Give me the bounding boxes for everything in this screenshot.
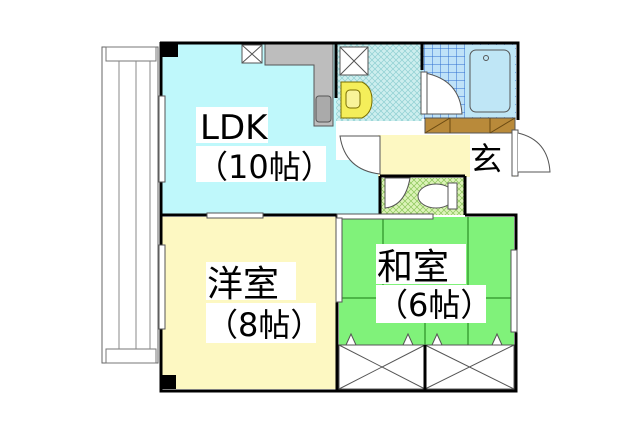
room-label-entrance: 玄 xyxy=(470,140,502,178)
kitchen-sink-icon xyxy=(315,95,332,123)
room-label-japanese: 和室 xyxy=(377,247,449,288)
washing-machine-icon xyxy=(339,46,369,76)
room-toilet xyxy=(381,177,465,215)
bathtub-icon xyxy=(469,49,511,113)
room-bathroom xyxy=(420,43,516,119)
balcony xyxy=(101,46,159,364)
washbasin-icon xyxy=(340,81,373,119)
room-label-western: 洋室 xyxy=(207,264,279,305)
room-label-ldk: LDK xyxy=(200,108,269,148)
refrigerator-icon xyxy=(241,44,263,64)
room-size-japanese: （6帖） xyxy=(376,286,492,324)
shoe-box xyxy=(424,117,516,134)
room-size-ldk: （10帖） xyxy=(196,148,333,186)
room-washroom xyxy=(336,43,422,121)
windows xyxy=(158,95,518,333)
entrance-door xyxy=(511,129,551,177)
room-size-western: （8帖） xyxy=(206,306,322,344)
closet xyxy=(338,332,515,390)
